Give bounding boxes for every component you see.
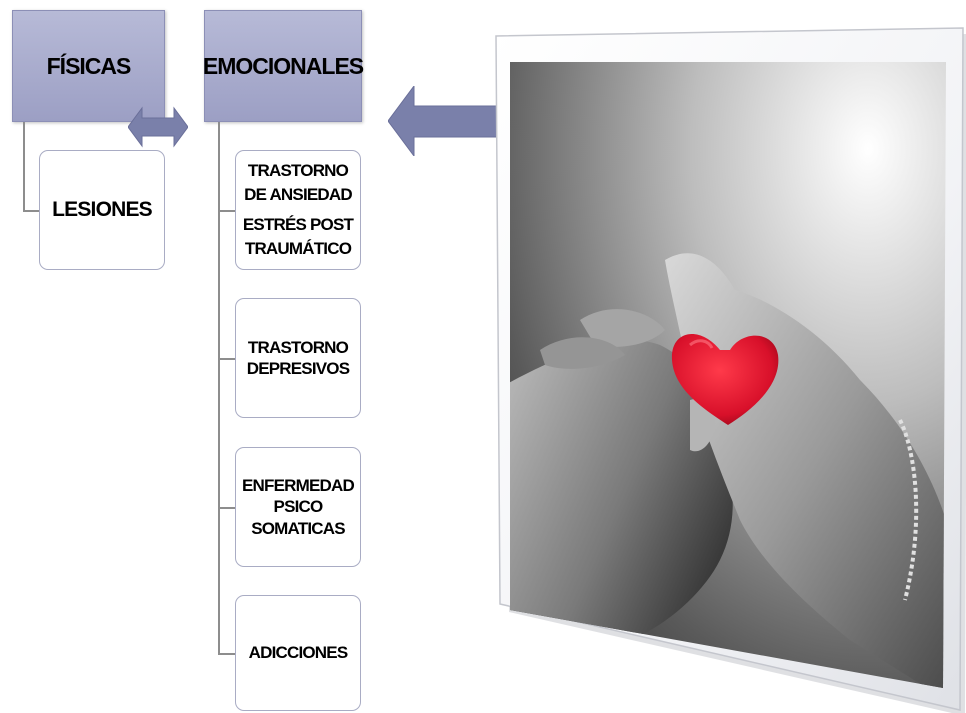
estres-line-2: TRAUMÁTICO <box>244 238 352 258</box>
emocionales-connector-2 <box>218 358 235 360</box>
ansiedad-box: TRASTORNO DE ANSIEDAD ESTRÉS POST TRAUMÁ… <box>235 150 361 270</box>
adicciones-box: ADICCIONES <box>235 595 361 711</box>
psicosomaticas-box: ENFERMEDAD PSICO SOMATICAS <box>235 447 361 567</box>
depresivos-line-1: TRASTORNO <box>247 337 349 357</box>
emocionales-connector-3 <box>218 507 235 509</box>
fisicas-connector-vertical <box>23 122 25 211</box>
depresivos-line-2: DEPRESIVOS <box>246 359 350 378</box>
psico-line-2: PSICO <box>273 497 324 517</box>
emocionales-header: EMOCIONALES <box>202 10 364 122</box>
ansiedad-line-1: TRASTORNO <box>247 161 349 181</box>
emocionales-connector-vertical <box>218 122 220 654</box>
emocionales-connector-1 <box>218 210 235 212</box>
ansiedad-line-2: DE ANSIEDAD <box>244 185 353 205</box>
fisicas-connector-horizontal <box>23 210 39 212</box>
psico-line-3: SOMATICAS <box>251 518 345 538</box>
emocionales-title: EMOCIONALES <box>202 52 364 79</box>
depresivos-box: TRASTORNO DEPRESIVOS <box>235 298 361 418</box>
estres-line-1: ESTRÉS POST <box>242 215 354 234</box>
fisicas-title: FÍSICAS <box>46 52 132 79</box>
psico-line-1: ENFERMEDAD <box>242 476 355 496</box>
emocionales-connector-4 <box>218 653 235 655</box>
lesiones-box: LESIONES <box>39 150 165 270</box>
lesiones-label: LESIONES <box>52 197 153 221</box>
arrow-left-icon <box>388 86 532 156</box>
fisicas-header: FÍSICAS <box>12 10 165 122</box>
double-arrow-icon <box>128 106 188 148</box>
adicciones-label: ADICCIONES <box>248 643 349 663</box>
